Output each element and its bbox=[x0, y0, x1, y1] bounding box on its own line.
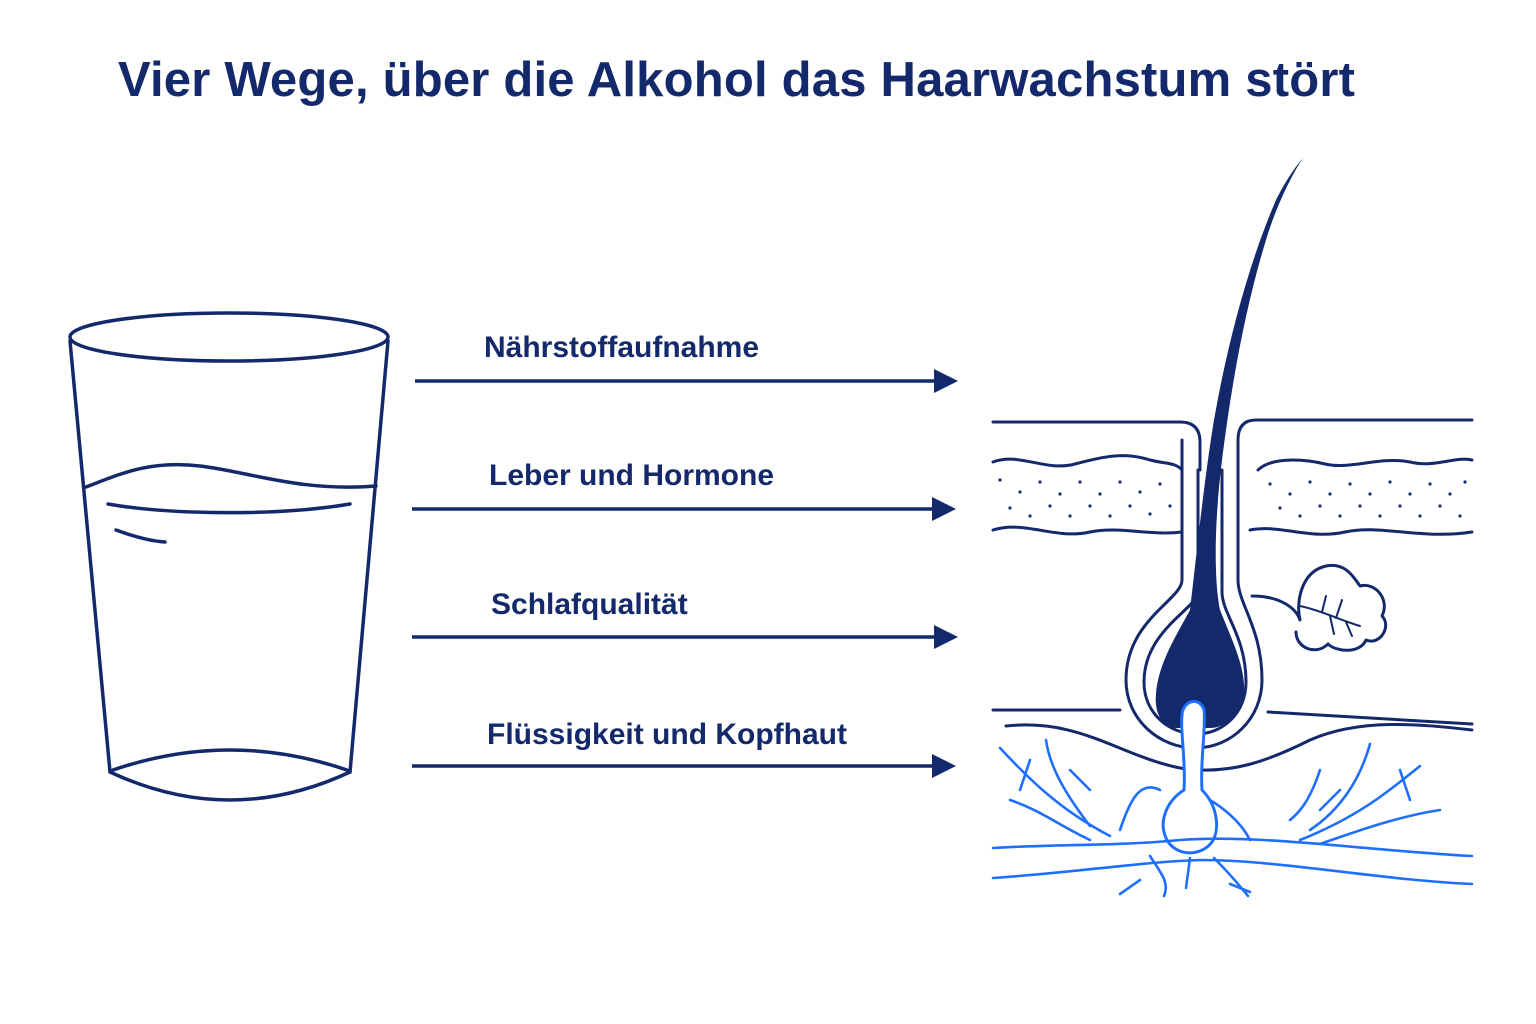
epidermis-wave-bottom-right bbox=[1248, 527, 1474, 536]
hair-shaft bbox=[1155, 158, 1303, 728]
epidermis-wave-top-right bbox=[1256, 457, 1474, 472]
arrow-sleep bbox=[412, 625, 958, 649]
dermis-line-right bbox=[1266, 710, 1474, 726]
dermal-papilla bbox=[1161, 700, 1219, 855]
diagram-title: Vier Wege, über die Alkohol das Haarwach… bbox=[118, 53, 1356, 107]
vessel-main-bottom bbox=[991, 858, 1474, 886]
liquid-highlight bbox=[106, 502, 352, 515]
hair-follicle-icon bbox=[991, 158, 1474, 898]
pathway-label-liver-hormones: Leber und Hormone bbox=[489, 459, 775, 492]
vessel-main-top bbox=[991, 837, 1474, 858]
liquid-surface bbox=[84, 462, 378, 489]
sebaceous-gland bbox=[1250, 563, 1388, 652]
arrow-fluid-scalp bbox=[412, 754, 956, 778]
skin-top-left bbox=[991, 420, 1202, 472]
glass-right-side bbox=[348, 339, 390, 774]
arrow-liver-hormones bbox=[412, 497, 956, 521]
glass-bottom-back bbox=[111, 748, 349, 772]
arrow-nutrients bbox=[415, 369, 958, 393]
epidermis-wave-top-left bbox=[991, 454, 1184, 472]
epidermis-wave-bottom-left bbox=[991, 525, 1184, 536]
glass-icon bbox=[68, 311, 390, 802]
blood-vessels bbox=[991, 738, 1474, 898]
epidermis-dots bbox=[998, 478, 1467, 518]
pathway-label-fluid-scalp: Flüssigkeit und Kopfhaut bbox=[487, 718, 847, 751]
pathway-label-nutrients: Nährstoffaufnahme bbox=[484, 331, 760, 364]
liquid-highlight-short bbox=[114, 528, 167, 544]
sebaceous-gland-veins bbox=[1299, 595, 1361, 637]
arrows bbox=[412, 369, 958, 778]
glass-left-side bbox=[68, 339, 112, 774]
glass-bottom-front bbox=[108, 770, 352, 802]
pathway-label-sleep: Schlafqualität bbox=[491, 588, 688, 621]
dermis-curve bbox=[1004, 722, 1474, 772]
glass-rim bbox=[68, 311, 390, 363]
